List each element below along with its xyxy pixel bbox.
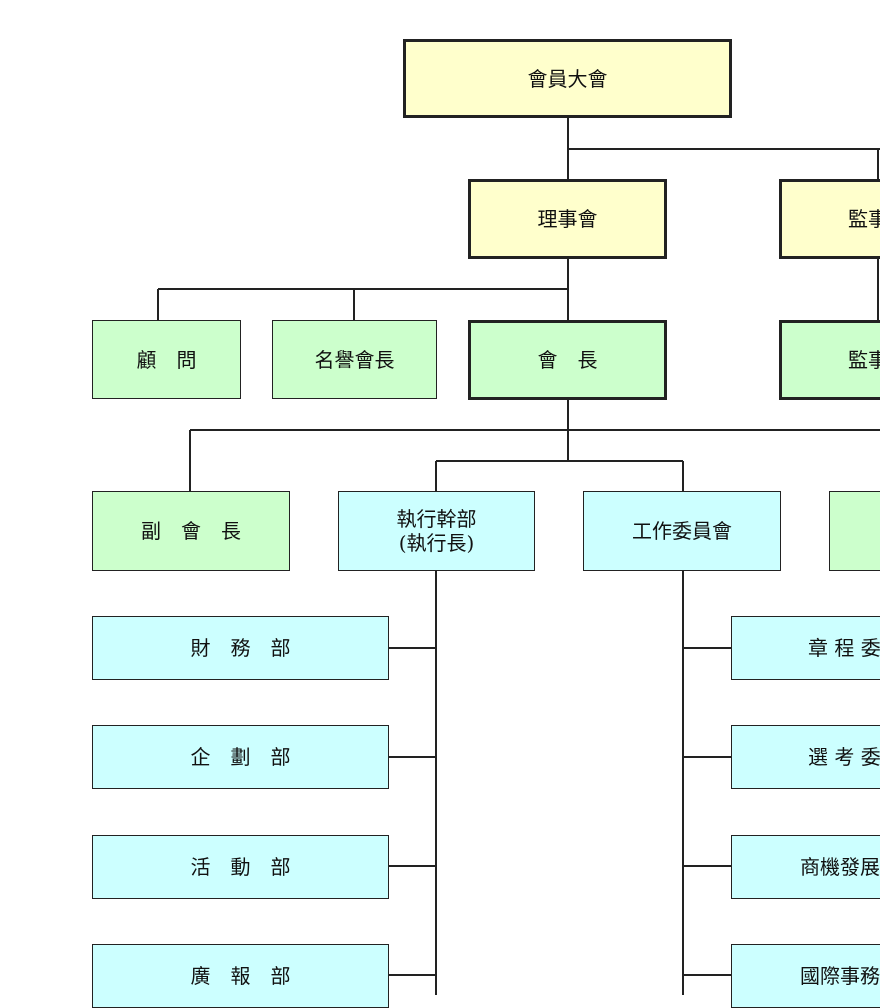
charter-committee-box: 章 程 委 (731, 616, 880, 680)
executive-cadre-box: 執行幹部 (執行長) (338, 491, 535, 571)
president-box: 會 長 (468, 320, 667, 400)
activity-dept-label: 活 動 部 (190, 855, 291, 879)
president-label: 會 長 (537, 348, 598, 372)
vice-president-box: 副 會 長 (92, 491, 290, 571)
business-committee-box: 商機發展 (731, 835, 880, 899)
planning-dept-box: 企 劃 部 (92, 725, 389, 789)
chief-supervisor-label: 監事 (848, 348, 880, 372)
executive-cadre-label: 執行幹部 (396, 507, 477, 531)
election-committee-box: 選 考 委 (731, 725, 880, 789)
advisor-label: 顧 問 (136, 347, 197, 372)
work-committee-box: 工作委員會 (583, 491, 781, 571)
finance-dept-box: 財 務 部 (92, 616, 389, 680)
partial-green-box (829, 491, 880, 571)
publicity-dept-box: 廣 報 部 (92, 944, 389, 1008)
finance-dept-label: 財 務 部 (190, 636, 291, 660)
work-committee-label: 工作委員會 (632, 519, 732, 543)
international-committee-label: 國際事務 (800, 964, 880, 988)
publicity-dept-label: 廣 報 部 (190, 964, 291, 988)
advisor-box: 顧 問 (92, 320, 241, 399)
board-of-supervisors-box: 監事 (779, 179, 880, 259)
charter-committee-label: 章 程 委 (808, 636, 880, 660)
business-committee-label: 商機發展 (800, 855, 880, 879)
general-assembly-label: 會員大會 (527, 66, 608, 91)
activity-dept-box: 活 動 部 (92, 835, 389, 899)
executive-cadre-sublabel: (執行長) (398, 531, 475, 555)
election-committee-label: 選 考 委 (808, 745, 880, 769)
international-committee-box: 國際事務 (731, 944, 880, 1008)
chief-supervisor-box: 監事 (779, 320, 880, 400)
planning-dept-label: 企 劃 部 (190, 745, 291, 769)
board-of-supervisors-label: 監事 (848, 207, 880, 231)
board-of-directors-box: 理事會 (468, 179, 667, 259)
honorary-president-label: 名譽會長 (314, 347, 395, 372)
board-of-directors-label: 理事會 (537, 207, 598, 231)
general-assembly-box: 會員大會 (403, 39, 732, 118)
honorary-president-box: 名譽會長 (272, 320, 437, 399)
vice-president-label: 副 會 長 (141, 519, 241, 543)
